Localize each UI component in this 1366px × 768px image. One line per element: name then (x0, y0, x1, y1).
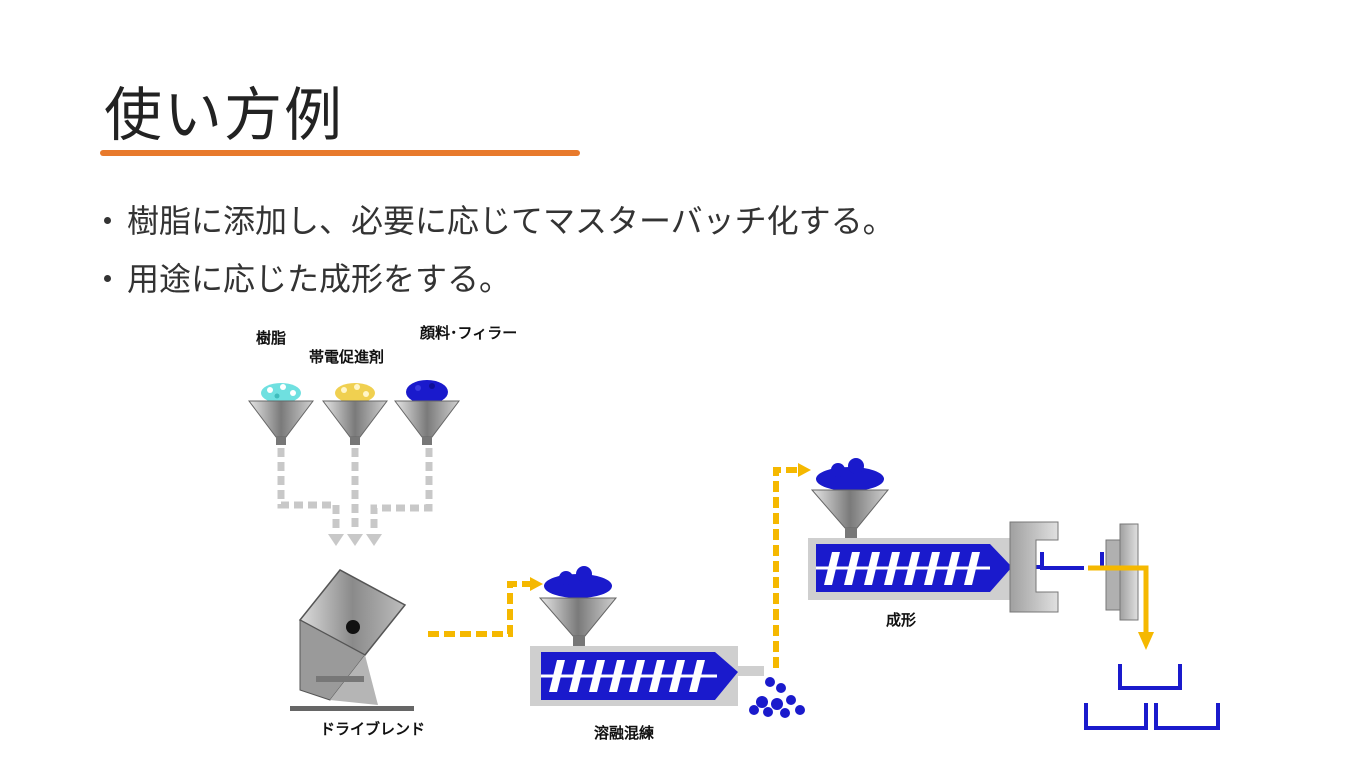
bullet-list: 樹脂に添加し、必要に応じてマスターバッチ化する。 用途に応じた成形をする。 (104, 192, 895, 308)
molding-machine-icon (808, 458, 1139, 621)
label-antistatic: 帯電促進剤 (309, 348, 384, 366)
molded-parts-icon (1084, 664, 1220, 730)
bullet-item: 用途に応じた成形をする。 (104, 250, 895, 308)
flow-arrow-output (1088, 565, 1154, 650)
bullet-dot (104, 274, 111, 282)
title-underline (100, 150, 580, 156)
bullet-item: 樹脂に添加し、必要に応じてマスターバッチ化する。 (104, 192, 895, 250)
pigment-funnel-icon (394, 400, 460, 445)
antistatic-funnel-icon (322, 400, 388, 445)
flow-arrow-to-kneader (428, 577, 543, 637)
resin-funnel-icon (248, 400, 314, 445)
bullet-dot (104, 216, 111, 224)
label-dry-blend: ドライブレンド (320, 720, 425, 738)
label-melt-kneading: 溶融混練 (594, 724, 654, 742)
slide-title: 使い方例 (104, 81, 345, 149)
dry-blender-icon (290, 569, 414, 711)
melt-kneader-icon (530, 566, 764, 706)
feed-paths (277, 448, 433, 530)
label-molding: 成形 (886, 611, 916, 629)
bullet-text: 用途に応じた成形をする。 (127, 260, 512, 298)
resin-pile-icon (261, 383, 301, 403)
label-pigment: 顔料･フィラー (419, 324, 517, 342)
antistatic-pile-icon (335, 383, 375, 403)
pellet-pile-icon (749, 677, 805, 718)
label-resin: 樹脂 (256, 329, 286, 347)
bullet-text: 樹脂に添加し、必要に応じてマスターバッチ化する。 (127, 202, 895, 240)
flow-arrow-to-molding (773, 463, 811, 668)
pigment-pile-icon (406, 380, 448, 404)
feed-arrows (328, 534, 382, 546)
